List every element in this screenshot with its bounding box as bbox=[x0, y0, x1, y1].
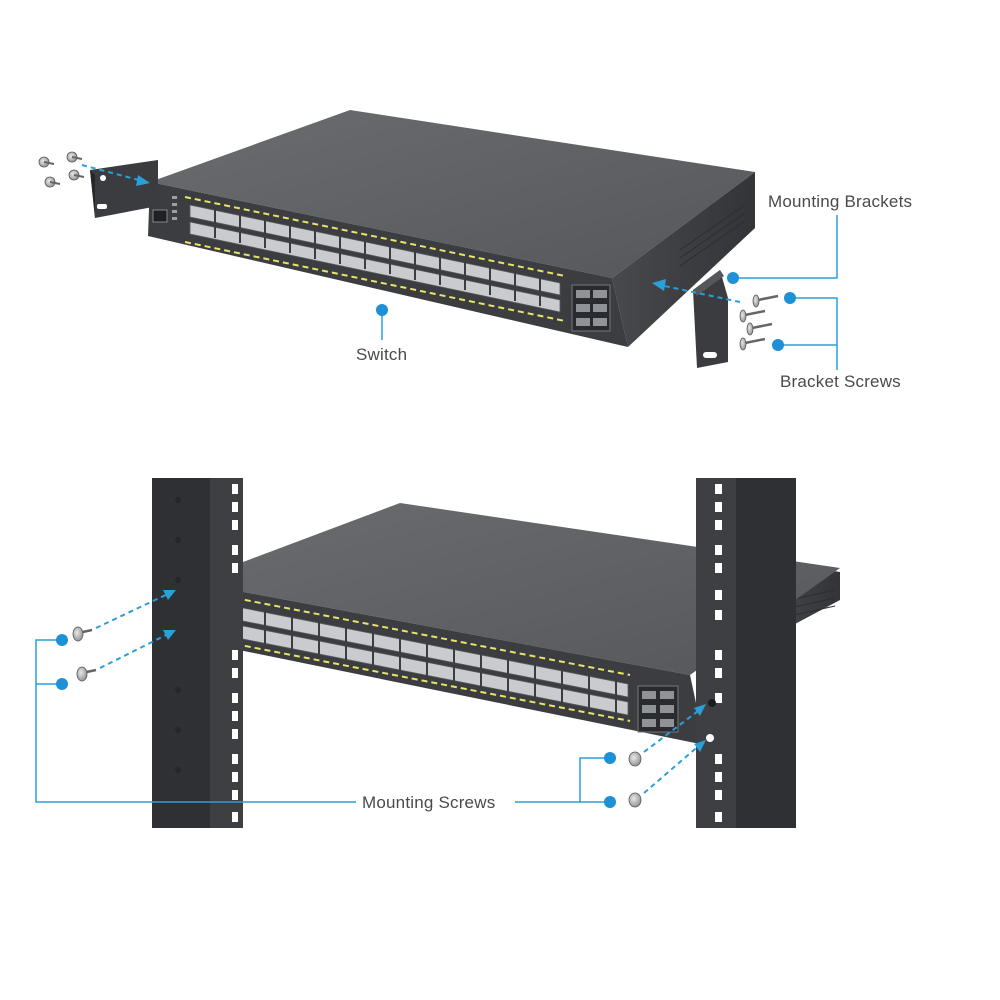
label-bracket-screws: Bracket Screws bbox=[780, 372, 901, 391]
callout-dot-switch bbox=[376, 304, 388, 316]
switch-right-side bbox=[612, 172, 755, 347]
callout-dot-left-screw-2 bbox=[56, 678, 68, 690]
right-bracket-screws bbox=[652, 279, 779, 351]
switch-assembly-top bbox=[38, 110, 838, 370]
rack-assembly-bottom bbox=[35, 478, 840, 828]
callout-dot-screw-1 bbox=[784, 292, 796, 304]
left-mounting-screws bbox=[72, 590, 176, 682]
left-mounting-bracket bbox=[90, 160, 158, 218]
callout-dot-right-screw-1 bbox=[604, 752, 616, 764]
right-mounting-screws bbox=[628, 704, 706, 808]
callout-dot-left-screw-1 bbox=[56, 634, 68, 646]
switch-top-face-rack bbox=[190, 503, 840, 675]
callout-dot-right-screw-2 bbox=[604, 796, 616, 808]
switch-top-face bbox=[150, 110, 755, 278]
port-bank-top bbox=[184, 196, 611, 332]
right-mounting-bracket bbox=[693, 270, 728, 368]
callout-lines-top bbox=[381, 215, 838, 370]
label-mounting-brackets: Mounting Brackets bbox=[768, 192, 913, 211]
console-port bbox=[152, 209, 168, 223]
right-rack-rail bbox=[696, 478, 796, 828]
callout-dot-screw-2 bbox=[772, 339, 784, 351]
label-switch: Switch bbox=[356, 345, 408, 364]
left-rack-rail bbox=[152, 478, 243, 828]
label-mounting-screws: Mounting Screws bbox=[362, 793, 496, 812]
left-bracket-screws bbox=[38, 151, 151, 188]
callout-dot-bracket bbox=[727, 272, 739, 284]
